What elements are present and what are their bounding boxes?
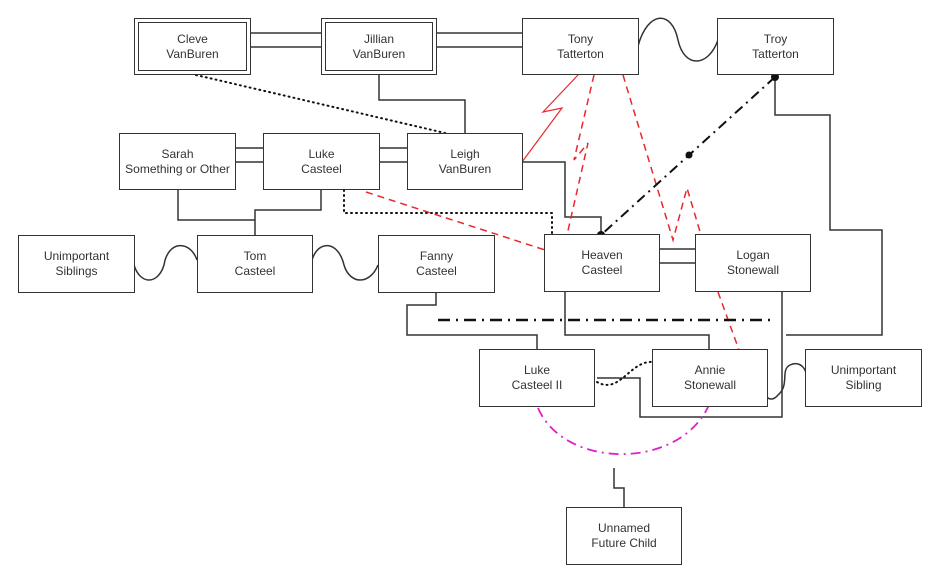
link-cleve-leigh-dotted [195, 74, 446, 134]
link-luke-heaven-dotted [343, 189, 553, 236]
link-leigh-heaven [522, 161, 602, 235]
node-line2: Stonewall [683, 378, 737, 392]
node-line2: Casteel II [511, 378, 563, 392]
node-troy-tatterton[interactable]: Troy Tatterton [717, 18, 834, 75]
node-luke-casteel[interactable]: Luke Casteel [263, 133, 380, 190]
link-luke2-annie [597, 292, 783, 418]
node-line2: Tatterton [752, 46, 799, 61]
node-line2: Stonewall [726, 263, 780, 277]
node-line2: Something or Other [125, 161, 230, 176]
node-unnamed-future-child[interactable]: Unnamed Future Child [566, 507, 682, 565]
node-line2: VanBuren [352, 46, 406, 61]
node-line1: Tom [243, 249, 267, 263]
node-logan-stonewall[interactable]: Logan Stonewall [695, 234, 811, 292]
node-line2: Casteel [416, 264, 457, 278]
marriage-jillian-tony [436, 32, 523, 48]
node-line1: Cleve [177, 31, 208, 46]
node-line2: VanBuren [166, 46, 219, 61]
node-line2: VanBuren [438, 161, 492, 176]
node-fanny-casteel[interactable]: Fanny Casteel [378, 235, 495, 293]
sibling-annie-sibling [763, 363, 808, 400]
node-line1: Sarah [161, 146, 194, 161]
node-unimportant-sibling[interactable]: Unimportant Sibling [805, 349, 922, 407]
marriage-cleve-jillian [251, 32, 322, 48]
node-line2: Tatterton [557, 46, 604, 61]
link-heaven-annie [564, 292, 710, 350]
node-line1: Unimportant [830, 363, 897, 377]
node-line1: Unimportant [43, 249, 110, 263]
node-annie-stonewall[interactable]: Annie Stonewall [652, 349, 768, 407]
node-cleve-vanburen[interactable]: Cleve VanBuren [134, 18, 251, 75]
link-parents-tom [177, 190, 322, 235]
node-line1: Leigh [450, 146, 480, 161]
node-luke-casteel-ii[interactable]: Luke Casteel II [479, 349, 595, 407]
node-line1: Unnamed [597, 521, 651, 535]
sibling-tony-troy [637, 17, 719, 62]
node-sarah[interactable]: Sarah Something or Other [119, 133, 236, 190]
node-leigh-vanburen[interactable]: Leigh VanBuren [407, 133, 523, 190]
node-line2: Casteel [301, 161, 342, 176]
node-jillian-vanburen[interactable]: Jillian VanBuren [321, 18, 437, 75]
node-tom-casteel[interactable]: Tom Casteel [197, 235, 313, 293]
marriage-heaven-logan [659, 248, 695, 264]
node-line2: Casteel [581, 263, 623, 277]
node-line1: Troy [763, 31, 788, 46]
link-child [613, 468, 625, 507]
marriage-luke-leigh [379, 147, 407, 163]
connector-dot [771, 73, 779, 81]
node-heaven-casteel[interactable]: Heaven Casteel [544, 234, 660, 292]
node-line1: Logan [736, 248, 770, 262]
node-line2: Casteel [234, 264, 276, 278]
link-troy-right [774, 75, 883, 336]
node-line2: Siblings [55, 264, 98, 278]
node-line1: Heaven [581, 248, 623, 262]
link-luke-heaven-red [365, 191, 546, 251]
node-tony-tatterton[interactable]: Tony Tatterton [522, 18, 639, 75]
link-luke2-annie-dotted [596, 360, 654, 386]
node-line1: Annie [694, 363, 726, 377]
affair-tony-leigh [521, 74, 579, 163]
connector-dot [685, 151, 693, 159]
node-line1: Luke [308, 146, 335, 161]
affair-tony-heaven-1 [566, 74, 595, 236]
sibling-tom-fanny [311, 244, 379, 281]
node-line2: Sibling [845, 378, 882, 392]
link-jillian-leigh [378, 75, 466, 133]
node-line1: Luke [523, 363, 551, 377]
node-line1: Tony [567, 31, 594, 46]
affair-tony-logan [622, 74, 702, 243]
node-unimportant-siblings[interactable]: Unimportant Siblings [18, 235, 135, 293]
link-fanny-luke2 [406, 292, 538, 350]
node-line1: Fanny [419, 249, 454, 263]
node-line1: Jillian [363, 31, 394, 46]
node-line2: Future Child [591, 536, 657, 550]
future-child-arc [537, 404, 710, 456]
sibling-siblings-tom [133, 244, 198, 281]
marriage-sarah-luke [236, 147, 263, 163]
